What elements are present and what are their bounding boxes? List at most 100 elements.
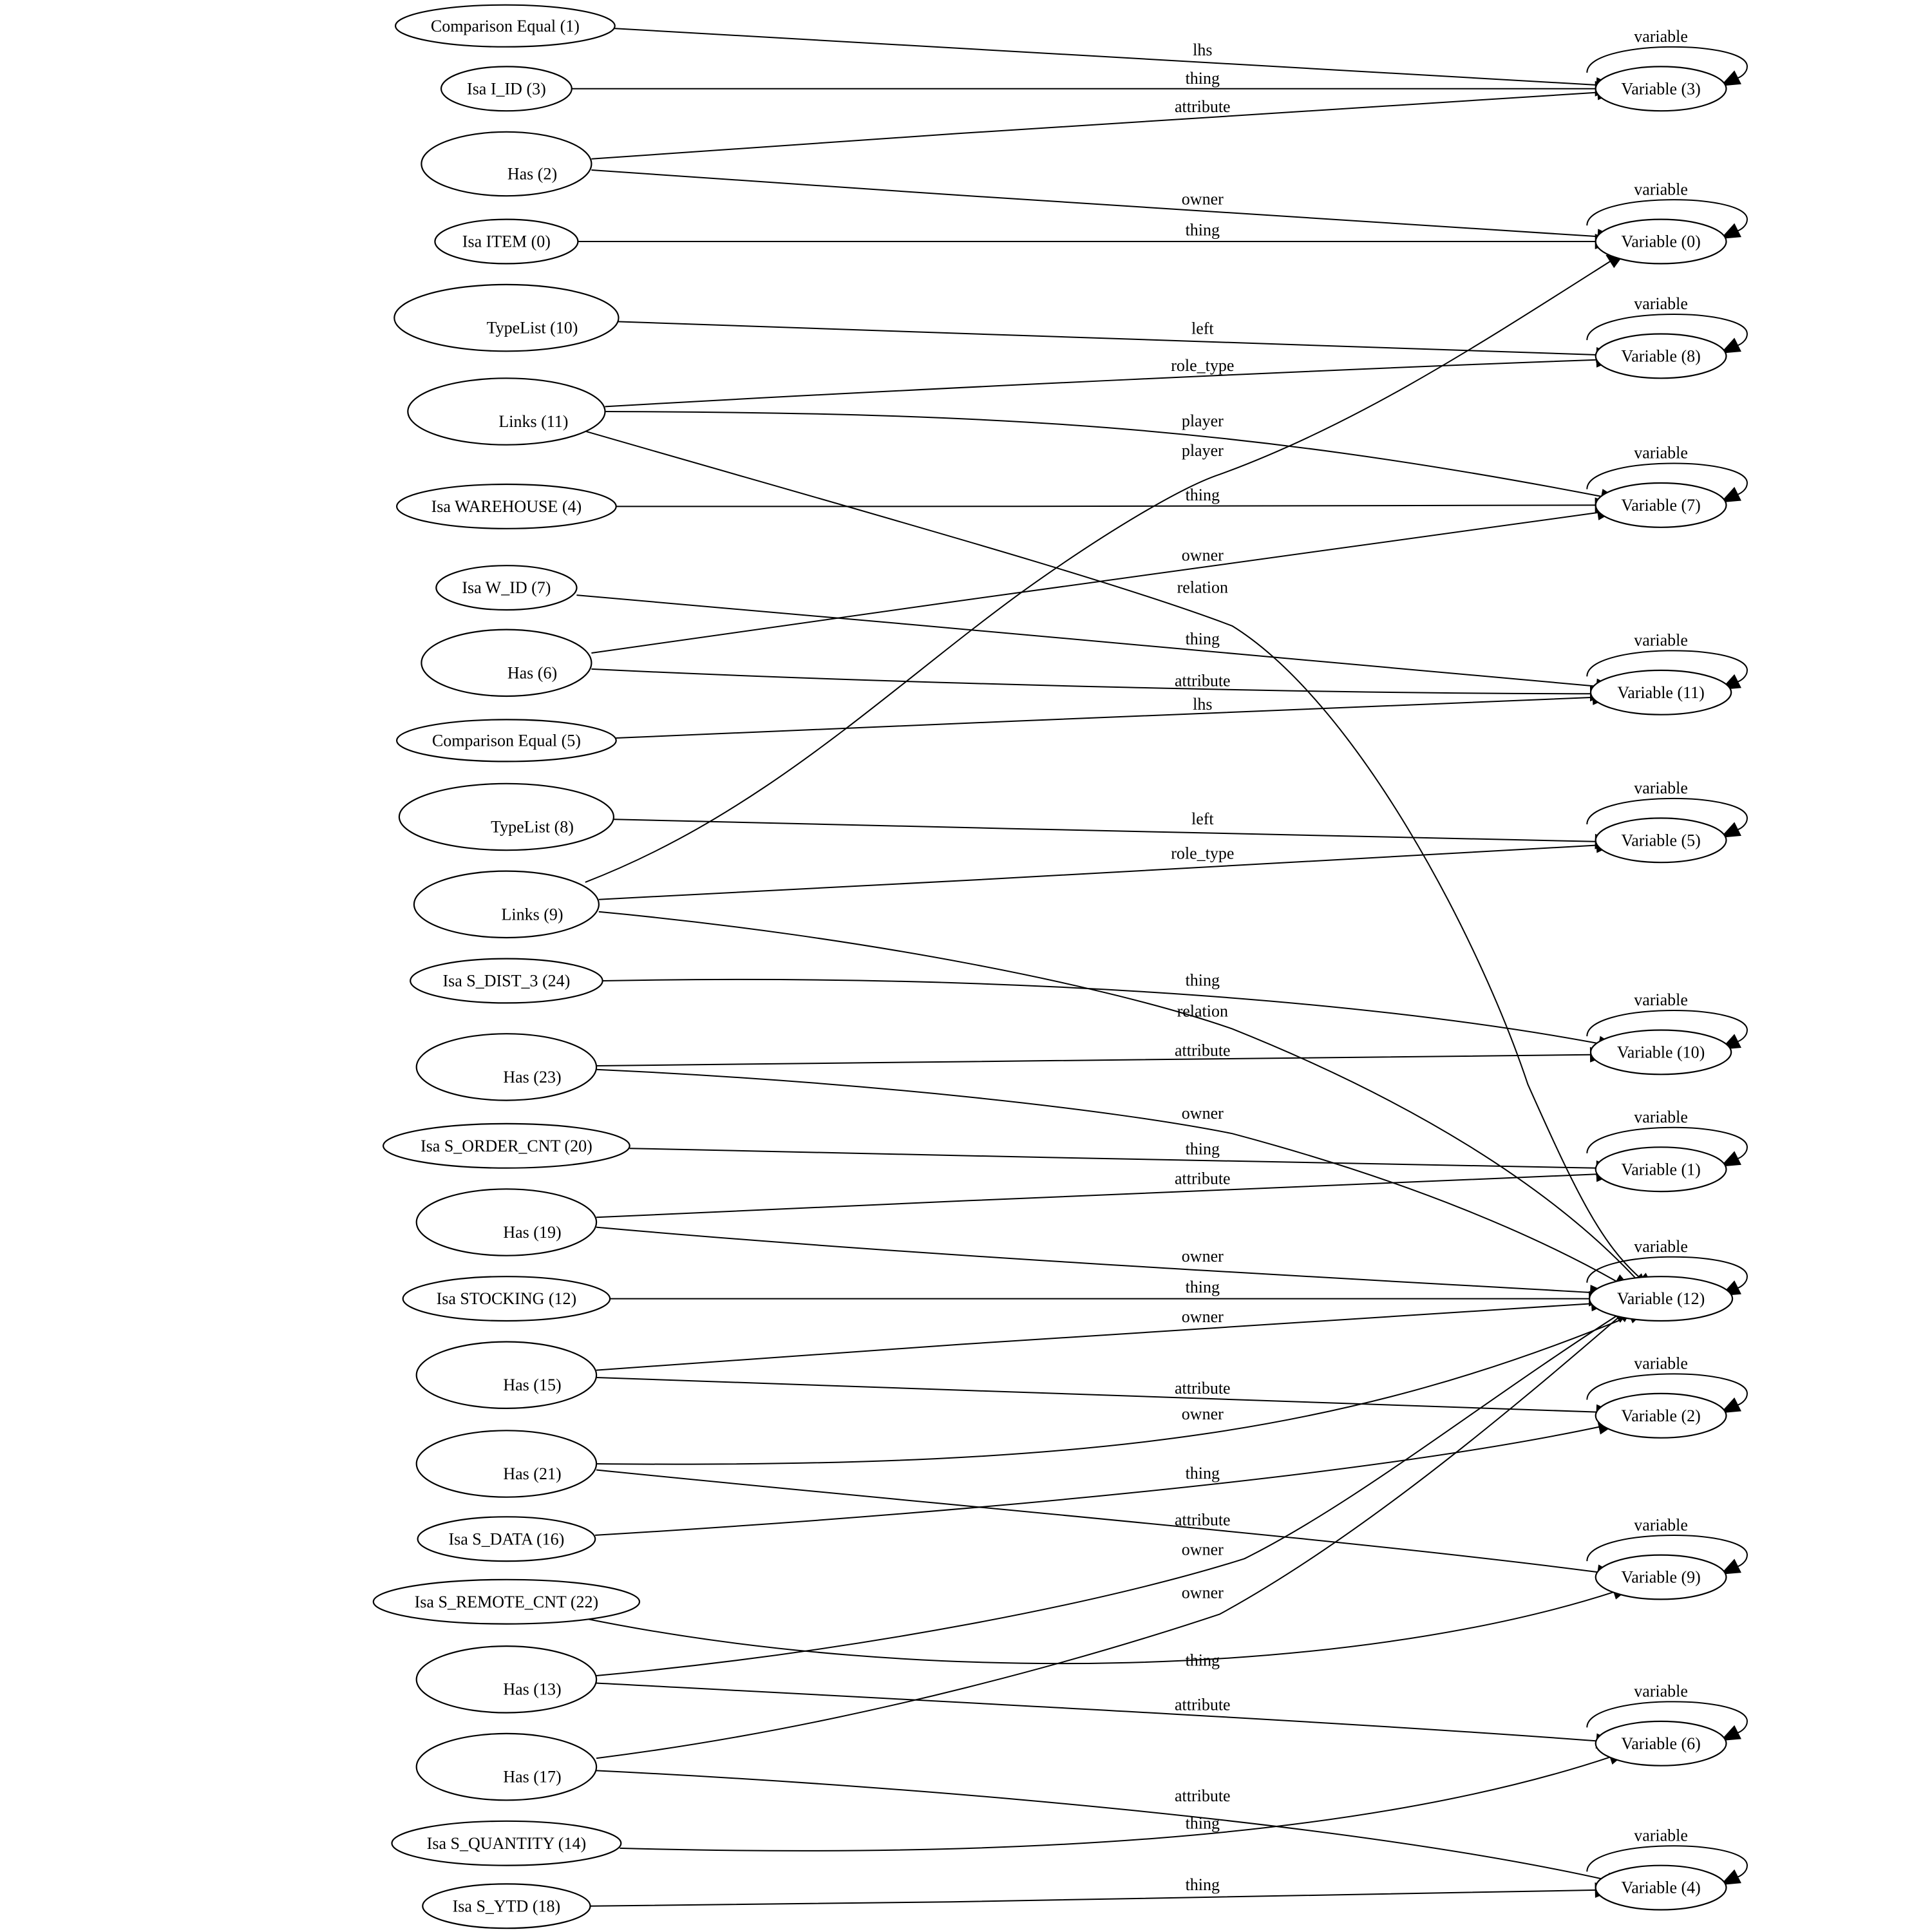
edge-label: owner <box>1182 546 1224 565</box>
edge-label: thing <box>1186 1651 1220 1670</box>
self-loop-line <box>1586 1701 1748 1734</box>
node-tl8[interactable]: TypeList (8) <box>398 782 615 851</box>
node-isa_stock[interactable]: Isa STOCKING (12) <box>402 1276 611 1322</box>
node-ellipse <box>415 1188 598 1256</box>
node-label: TypeList (10) <box>487 319 578 337</box>
node-label: Has (2) <box>507 164 557 183</box>
node-tl10[interactable]: TypeList (10) <box>393 283 620 352</box>
node-v1[interactable]: Variable (1) <box>1595 1146 1727 1193</box>
edge-has15-to-v2: attribute <box>596 1377 1616 1420</box>
node-has21[interactable]: Has (21) <box>415 1430 598 1498</box>
edge-label: thing <box>1186 1278 1220 1296</box>
node-v7[interactable]: Variable (7) <box>1595 482 1727 528</box>
node-v11[interactable]: Variable (11) <box>1589 669 1732 715</box>
node-isa_sd3[interactable]: Isa S_DIST_3 (24) <box>410 958 603 1004</box>
edge-line <box>617 321 1597 355</box>
node-v9[interactable]: Variable (9) <box>1595 1554 1727 1600</box>
edge-has17-to-v12: owner <box>596 1303 1635 1759</box>
node-isa_src[interactable]: Isa S_REMOTE_CNT (22) <box>372 1578 641 1625</box>
edge-label: thing <box>1186 486 1220 504</box>
edge-line <box>620 1756 1611 1852</box>
edges-layer: lhsthingattributeownerthingleftrole_type… <box>571 27 1748 1907</box>
edge-line <box>590 1889 1596 1907</box>
arrowhead <box>1720 1558 1741 1575</box>
node-links9[interactable]: Links (9) <box>413 870 600 939</box>
node-has6[interactable]: Has (6) <box>421 629 592 697</box>
node-ellipse <box>410 958 603 1004</box>
self-loop-v7: variable <box>1586 444 1748 503</box>
node-label: Isa I_ID (3) <box>467 79 546 98</box>
node-isa_iid3[interactable]: Isa I_ID (3) <box>440 66 573 112</box>
node-label: Isa S_DIST_3 (24) <box>442 972 570 990</box>
node-ellipse <box>372 1578 641 1625</box>
edge-has13-to-v12: owner <box>596 1305 1633 1676</box>
self-loop-label: variable <box>1634 779 1688 797</box>
node-ellipse <box>395 4 616 48</box>
node-has13[interactable]: Has (13) <box>415 1645 598 1714</box>
node-isa_item0[interactable]: Isa ITEM (0) <box>434 218 579 265</box>
node-isa_wid7[interactable]: Isa W_ID (7) <box>435 565 578 611</box>
node-v3[interactable]: Variable (3) <box>1595 66 1727 112</box>
self-loop-label: variable <box>1634 1682 1688 1701</box>
node-v8[interactable]: Variable (8) <box>1595 333 1727 379</box>
node-label: Links (9) <box>501 905 563 923</box>
node-ellipse <box>415 1033 598 1101</box>
node-has15[interactable]: Has (15) <box>415 1341 598 1410</box>
edge-has21-to-v12: owner <box>596 1309 1648 1465</box>
node-isa_sq[interactable]: Isa S_QUANTITY (14) <box>391 1820 622 1866</box>
node-label: Variable (5) <box>1621 831 1700 850</box>
self-loop-label: variable <box>1634 444 1688 462</box>
node-v10[interactable]: Variable (10) <box>1589 1029 1732 1075</box>
edge-label: owner <box>1182 1405 1224 1423</box>
node-label: Has (19) <box>503 1223 561 1242</box>
node-label: Variable (10) <box>1617 1043 1705 1062</box>
node-has19[interactable]: Has (19) <box>415 1188 598 1256</box>
edge-line <box>581 1591 1615 1665</box>
edge-isa_stock-to-v12: thing <box>610 1278 1609 1307</box>
node-ellipse <box>435 565 578 611</box>
node-has17[interactable]: Has (17) <box>415 1732 598 1801</box>
edge-line <box>591 511 1598 654</box>
node-v6[interactable]: Variable (6) <box>1595 1720 1727 1766</box>
node-label: Has (23) <box>503 1068 561 1086</box>
arrowhead <box>1720 1869 1741 1886</box>
node-v0[interactable]: Variable (0) <box>1595 218 1727 265</box>
edge-isa_sytd-to-v4: thing <box>590 1875 1615 1907</box>
edge-label: thing <box>1186 1875 1220 1894</box>
node-isa_soc[interactable]: Isa S_ORDER_CNT (20) <box>383 1122 630 1169</box>
node-label: Isa S_QUANTITY (14) <box>427 1834 586 1853</box>
edge-has2-to-v3: attribute <box>591 84 1617 160</box>
edge-isa_src-to-v9: thing <box>581 1584 1633 1670</box>
node-has2[interactable]: Has (2) <box>421 131 592 197</box>
arrowhead <box>1720 487 1741 503</box>
node-v5[interactable]: Variable (5) <box>1595 817 1727 864</box>
node-label: Isa S_DATA (16) <box>448 1530 564 1548</box>
self-loop-label: variable <box>1634 1237 1688 1256</box>
edge-links11-to-v7: player <box>605 411 1621 504</box>
node-v4[interactable]: Variable (4) <box>1595 1864 1727 1911</box>
self-loop-label: variable <box>1634 294 1688 313</box>
node-has23[interactable]: Has (23) <box>415 1033 598 1101</box>
edge-line <box>585 430 1642 1280</box>
node-v2[interactable]: Variable (2) <box>1595 1392 1727 1439</box>
edge-label: role_type <box>1171 844 1234 863</box>
node-ellipse <box>391 1820 622 1866</box>
node-isa_wh4[interactable]: Isa WAREHOUSE (4) <box>396 483 617 529</box>
node-isa_sdata[interactable]: Isa S_DATA (16) <box>417 1516 596 1562</box>
self-loop-v3: variable <box>1586 27 1748 86</box>
node-ce1[interactable]: Comparison Equal (1) <box>395 4 616 48</box>
edge-has19-to-v12: owner <box>596 1226 1610 1300</box>
node-links11[interactable]: Links (11) <box>407 377 606 446</box>
edge-tl10-to-v8: left <box>617 319 1616 363</box>
node-ellipse <box>1595 1392 1727 1439</box>
node-isa_sytd[interactable]: Isa S_YTD (18) <box>422 1883 591 1929</box>
node-v12[interactable]: Variable (12) <box>1589 1276 1734 1322</box>
self-loop-line <box>1586 46 1748 80</box>
edge-has23-to-v10: attribute <box>596 1041 1610 1066</box>
edge-has17-to-v4: attribute <box>596 1770 1627 1888</box>
node-ce5[interactable]: Comparison Equal (5) <box>396 719 617 762</box>
self-loop-v4: variable <box>1586 1826 1748 1886</box>
node-ellipse <box>398 782 615 851</box>
edge-isa_wh4-to-v7: thing <box>616 486 1615 513</box>
edge-line <box>591 169 1598 238</box>
